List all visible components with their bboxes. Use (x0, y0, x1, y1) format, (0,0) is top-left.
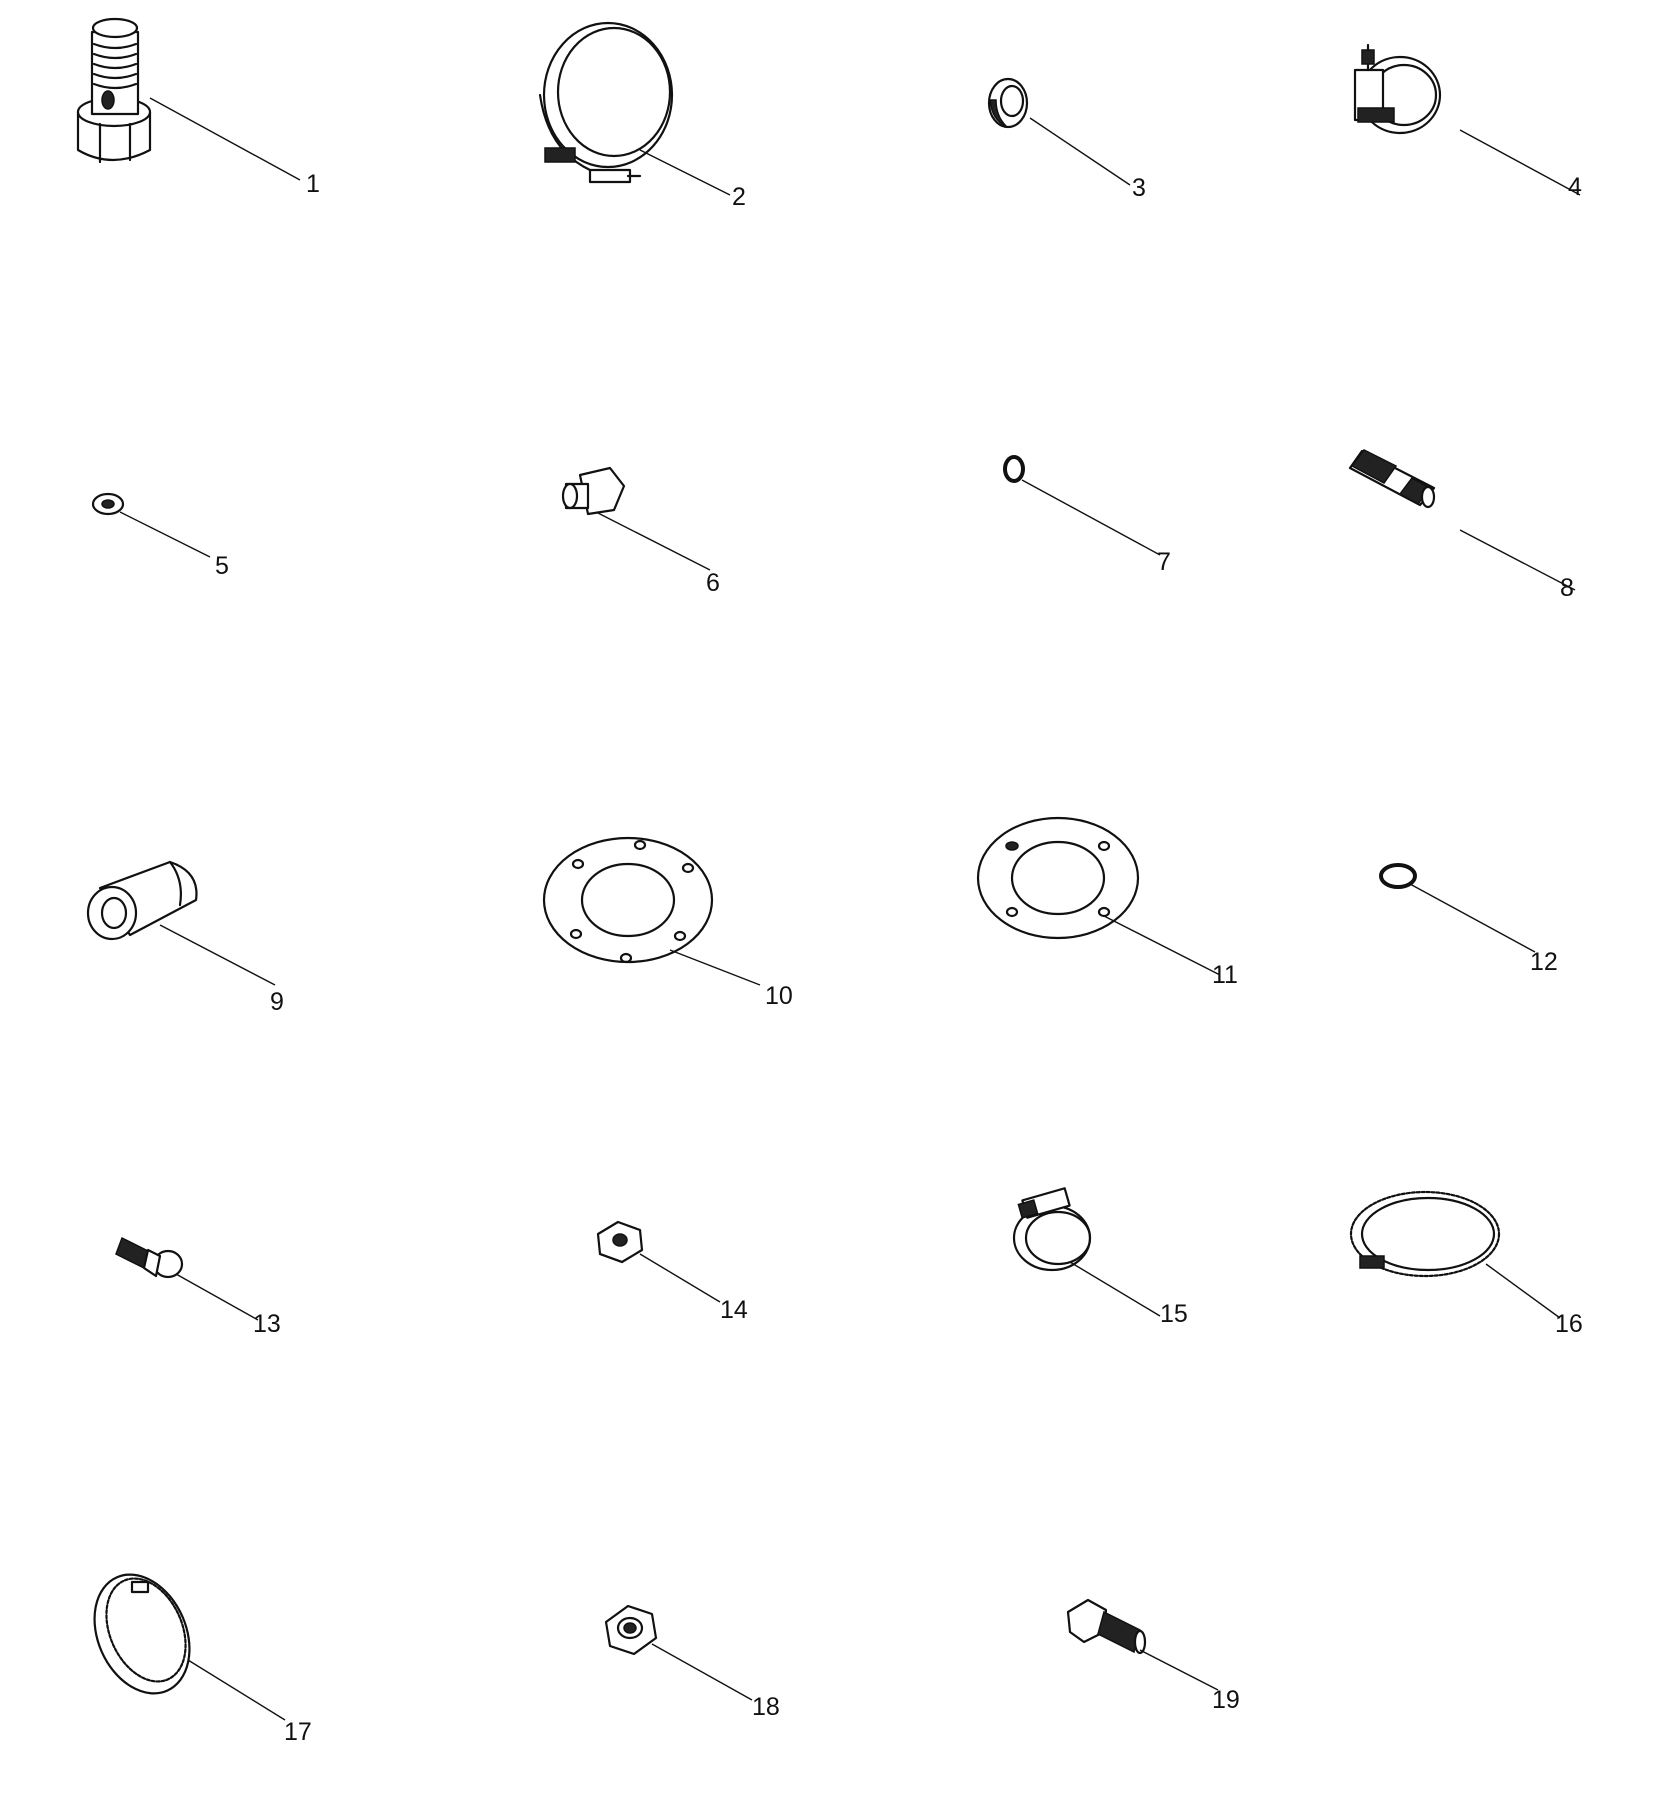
worm-drive-clamp-icon (1349, 1190, 1501, 1278)
part-label-3: 3 (1132, 174, 1146, 202)
part-14: 14 (596, 1220, 748, 1324)
part-label-19: 19 (1212, 1686, 1240, 1714)
part-label-17: 17 (284, 1718, 312, 1746)
part-12: 12 (1379, 863, 1558, 976)
part-label-4: 4 (1568, 173, 1582, 201)
hex-bolt-icon (1066, 1598, 1147, 1655)
flange-gasket-large-icon (976, 816, 1140, 940)
part-label-12: 12 (1530, 948, 1558, 976)
part-label-6: 6 (706, 569, 720, 597)
part-label-1: 1 (306, 170, 320, 198)
part-4: 4 (1353, 43, 1582, 201)
part-13: 13 (115, 1236, 281, 1338)
screw-icon (115, 1236, 184, 1279)
o-ring-icon (1003, 455, 1025, 483)
seal-ring-icon (1379, 863, 1417, 889)
part-6: 6 (561, 466, 720, 597)
flange-gasket-icon (542, 836, 714, 964)
washer-icon (91, 492, 125, 516)
part-label-8: 8 (1560, 574, 1574, 602)
banjo-bolt-icon (76, 17, 152, 164)
hex-nut-icon (596, 1220, 644, 1264)
part-label-7: 7 (1157, 548, 1171, 576)
part-10: 10 (542, 836, 793, 1010)
part-label-18: 18 (752, 1693, 780, 1721)
part-label-9: 9 (270, 988, 284, 1016)
part-16: 16 (1349, 1190, 1583, 1338)
part-2: 2 (538, 21, 746, 211)
part-3: 3 (987, 77, 1146, 202)
part-5: 5 (91, 492, 229, 580)
plug-icon (561, 466, 626, 516)
stud-bolt-icon (1348, 449, 1436, 509)
part-9: 9 (86, 860, 284, 1016)
part-11: 11 (976, 816, 1238, 989)
part-label-2: 2 (732, 183, 746, 211)
part-label-13: 13 (253, 1310, 281, 1338)
part-label-5: 5 (215, 552, 229, 580)
part-19: 19 (1066, 1598, 1240, 1714)
part-1: 1 (76, 17, 320, 198)
part-label-15: 15 (1160, 1300, 1188, 1328)
t-bolt-clamp-icon (538, 21, 674, 184)
t-bolt-clamp-small-icon (1353, 43, 1442, 135)
part-label-11: 11 (1212, 961, 1238, 989)
hex-nut-large-icon (604, 1604, 658, 1656)
hose-clamp-icon (1012, 1187, 1092, 1272)
part-label-10: 10 (765, 982, 793, 1010)
sleeve-icon (86, 860, 198, 941)
part-label-14: 14 (720, 1296, 748, 1324)
part-8: 8 (1348, 449, 1576, 602)
part-15: 15 (1012, 1187, 1188, 1328)
part-7: 7 (1003, 455, 1171, 576)
band-clamp-icon (93, 1573, 191, 1695)
part-label-16: 16 (1555, 1310, 1583, 1338)
sealing-ring-icon (987, 77, 1029, 129)
part-17: 17 (93, 1573, 312, 1746)
part-18: 18 (604, 1604, 780, 1721)
